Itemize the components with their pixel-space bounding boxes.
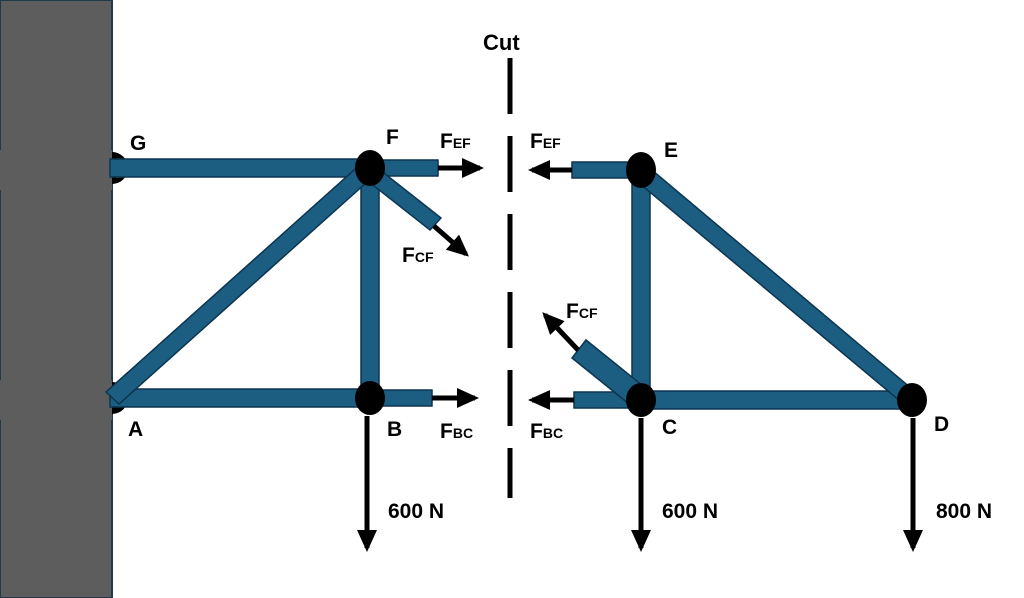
force-label-cf-right: FCF bbox=[566, 300, 598, 323]
node-label-g: G bbox=[130, 132, 146, 155]
force-label-ef-right: FEF bbox=[530, 130, 561, 153]
member-fb bbox=[360, 167, 380, 399]
node-label-d: D bbox=[934, 413, 949, 436]
joint-c-icon bbox=[626, 383, 656, 417]
arrow-cf-right-icon bbox=[542, 312, 580, 352]
joints bbox=[355, 150, 927, 417]
force-label-bc-right: FBC bbox=[530, 420, 563, 443]
arrow-cf-left-icon bbox=[432, 224, 470, 257]
joint-f-icon bbox=[355, 150, 385, 186]
load-label-d: 800 N bbox=[936, 500, 992, 523]
node-label-a: A bbox=[128, 418, 143, 441]
node-label-e: E bbox=[664, 139, 678, 162]
member-ed bbox=[631, 163, 920, 408]
force-label-cf-left: FCF bbox=[402, 244, 434, 267]
load-label-b: 600 N bbox=[388, 500, 444, 523]
node-label-f: F bbox=[386, 126, 399, 149]
node-label-b: B bbox=[387, 418, 402, 441]
joint-e-icon bbox=[626, 152, 656, 188]
right-truss-members bbox=[570, 161, 920, 410]
joint-d-icon bbox=[897, 383, 927, 417]
member-cd bbox=[639, 390, 913, 410]
member-ab bbox=[109, 388, 371, 408]
left-truss-members bbox=[104, 158, 443, 408]
wall bbox=[0, 0, 113, 598]
force-arrows bbox=[357, 158, 923, 552]
member-gf bbox=[109, 158, 371, 178]
member-af bbox=[104, 160, 378, 406]
load-label-c: 600 N bbox=[662, 500, 718, 523]
member-ec bbox=[631, 169, 651, 401]
cut-label: Cut bbox=[483, 30, 520, 55]
force-label-ef-left: FEF bbox=[440, 130, 471, 153]
node-label-c: C bbox=[662, 416, 677, 439]
force-label-bc-left: FBC bbox=[440, 420, 473, 443]
joint-b-icon bbox=[355, 381, 385, 415]
